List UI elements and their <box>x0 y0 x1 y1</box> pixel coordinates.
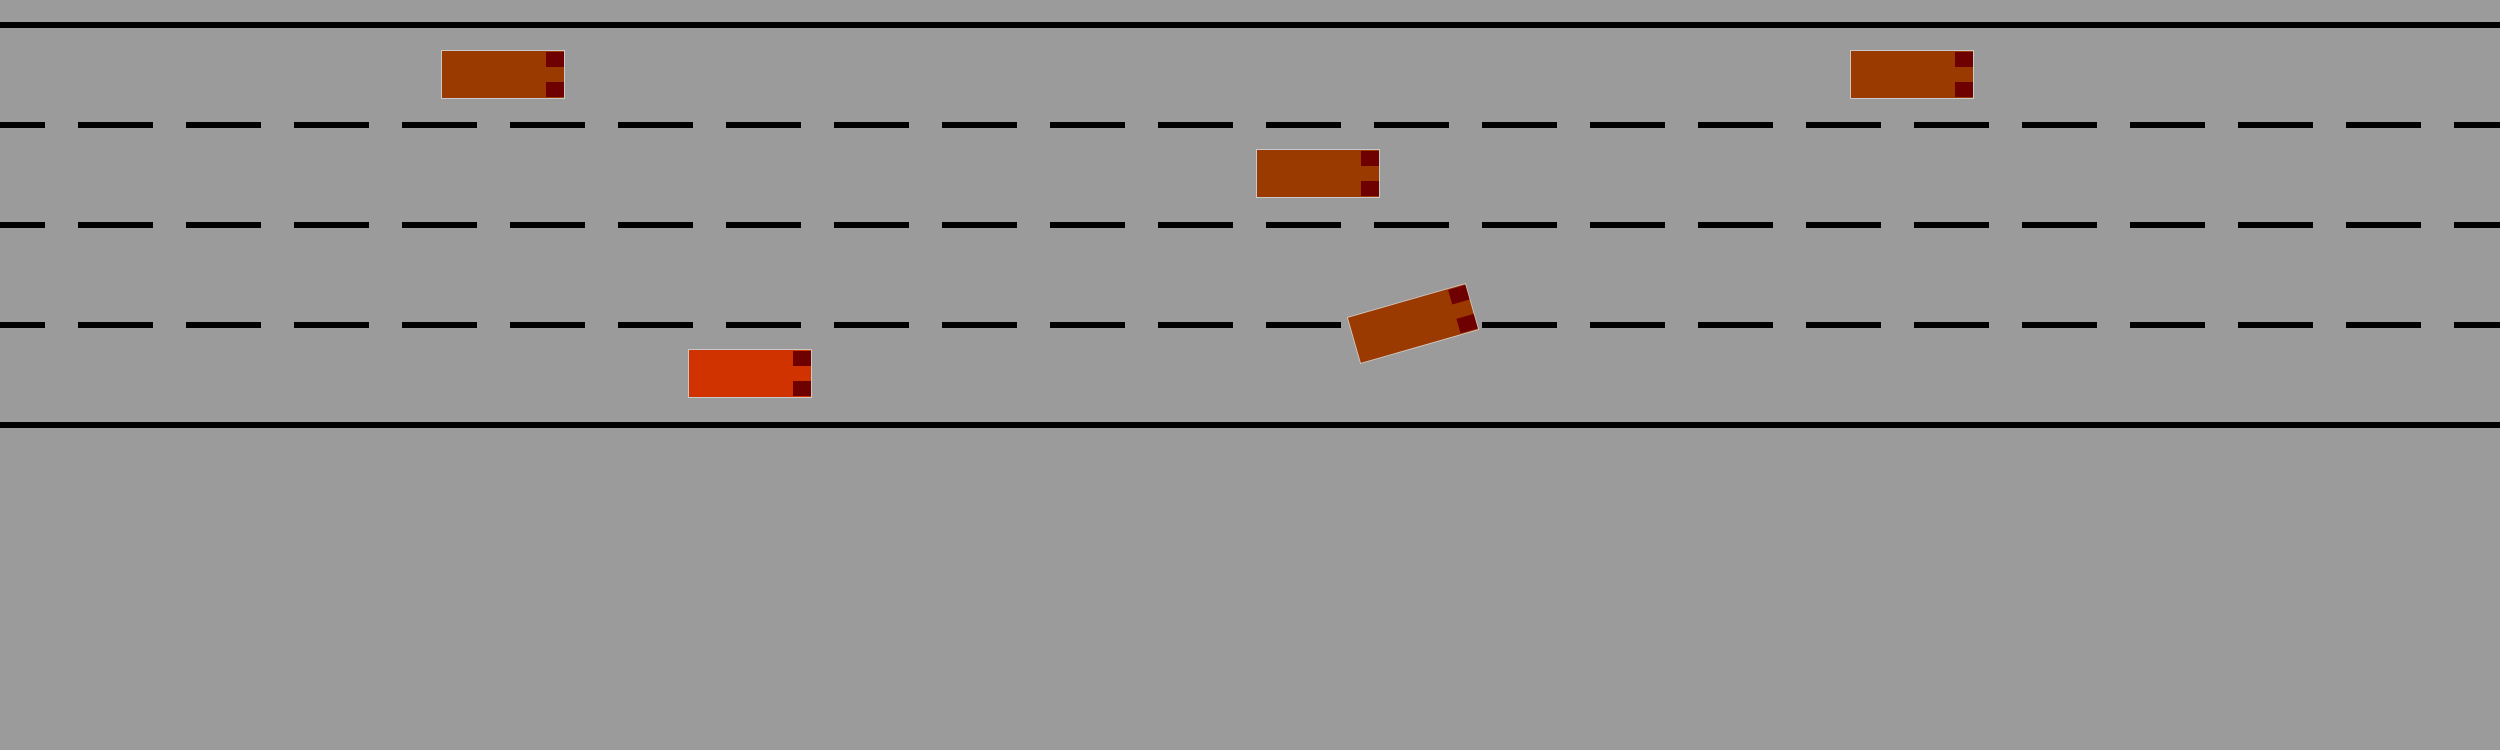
tail-light <box>793 351 811 366</box>
tail-light <box>1448 285 1470 305</box>
tail-light <box>1456 313 1478 334</box>
vehicle-car-2 <box>1850 50 1974 99</box>
vehicle-car-3 <box>1256 149 1380 198</box>
tail-light <box>546 52 564 67</box>
tail-light <box>1955 52 1973 67</box>
tail-light <box>546 82 564 97</box>
tail-light <box>1361 181 1379 196</box>
tail-light <box>1955 82 1973 97</box>
vehicle-ego-car <box>688 349 812 398</box>
vehicle-car-1 <box>441 50 565 99</box>
tail-light <box>793 381 811 396</box>
tail-light <box>1361 151 1379 166</box>
